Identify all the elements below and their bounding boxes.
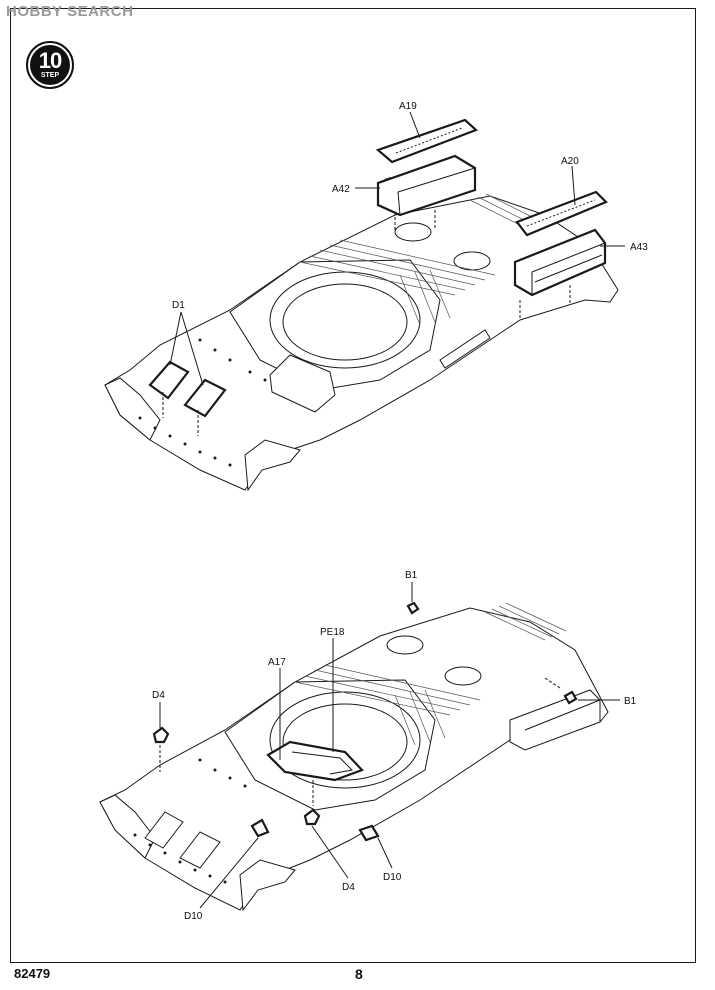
upper-turret-ring-inner [282,283,408,361]
step-badge-fill: 10 STEP [30,45,70,85]
upper-driver-visor [269,354,336,413]
product-code: 82479 [14,966,51,981]
label-b1-top: B1 [405,570,418,581]
lower-engine-grill [294,602,567,746]
page-frame [10,8,696,963]
part-d10-right[interactable] [358,824,380,842]
label-d4-left: D4 [152,690,165,701]
part-a42-box[interactable] [376,154,477,217]
part-a43-box[interactable] [513,228,607,297]
lower-hull-outline [99,607,609,911]
step-badge: 10 STEP [26,41,74,89]
lower-leader-lines [159,582,620,909]
watermark-logo: HOBBY SEARCH [6,3,134,20]
part-a17-hood[interactable] [266,740,364,782]
upper-engine-grill [299,193,537,326]
upper-d1-arrows [162,392,199,436]
lower-hatch-2 [444,666,482,686]
upper-side-box [439,329,491,369]
lower-assembly: B1 B1 PE18 A17 D4 D4 D10 D10 [99,570,637,922]
lower-front-socket-right [179,831,221,869]
upper-assembly: A19 A42 A20 A43 D1 [104,101,648,492]
part-pe18-plate[interactable] [291,751,354,775]
label-b1-right: B1 [624,696,637,707]
part-b1-top[interactable] [406,601,420,615]
label-pe18: PE18 [320,627,345,638]
upper-turret-ring [269,271,421,369]
lower-turret-ring [269,691,421,789]
label-a42: A42 [332,184,350,195]
label-a19: A19 [399,101,417,112]
lower-turret-block [224,679,436,811]
step-number: 10 [38,48,62,73]
lower-stowage-box [509,689,601,751]
label-a17: A17 [268,657,286,668]
part-a20-lid[interactable] [515,190,608,237]
part-d4-left[interactable] [152,726,170,744]
lower-front-socket-left [144,811,184,849]
lower-turret-ring-inner [282,703,408,781]
upper-hatch-1 [394,222,432,242]
part-d10-left[interactable] [250,818,270,838]
page-number: 8 [355,966,363,982]
label-d1: D1 [172,300,185,311]
label-d10-right: D10 [383,872,402,883]
lower-right-track-guard [239,859,296,912]
part-d1-plate-left[interactable] [148,360,190,400]
part-b1-right[interactable] [563,690,578,705]
upper-right-track-guard [244,439,301,492]
label-d4-bottom: D4 [342,882,355,893]
upper-leader-lines [169,111,625,386]
upper-rivets [138,338,267,467]
upper-hull-outline [104,195,619,491]
step-word: STEP [40,72,60,79]
part-d4-bottom[interactable] [303,808,321,826]
label-d10-left: D10 [184,911,203,922]
lower-rivets [133,758,247,884]
label-a43: A43 [630,242,648,253]
label-a20: A20 [561,156,579,167]
lower-hatch-1 [386,635,424,655]
upper-left-track-guard [104,377,161,441]
